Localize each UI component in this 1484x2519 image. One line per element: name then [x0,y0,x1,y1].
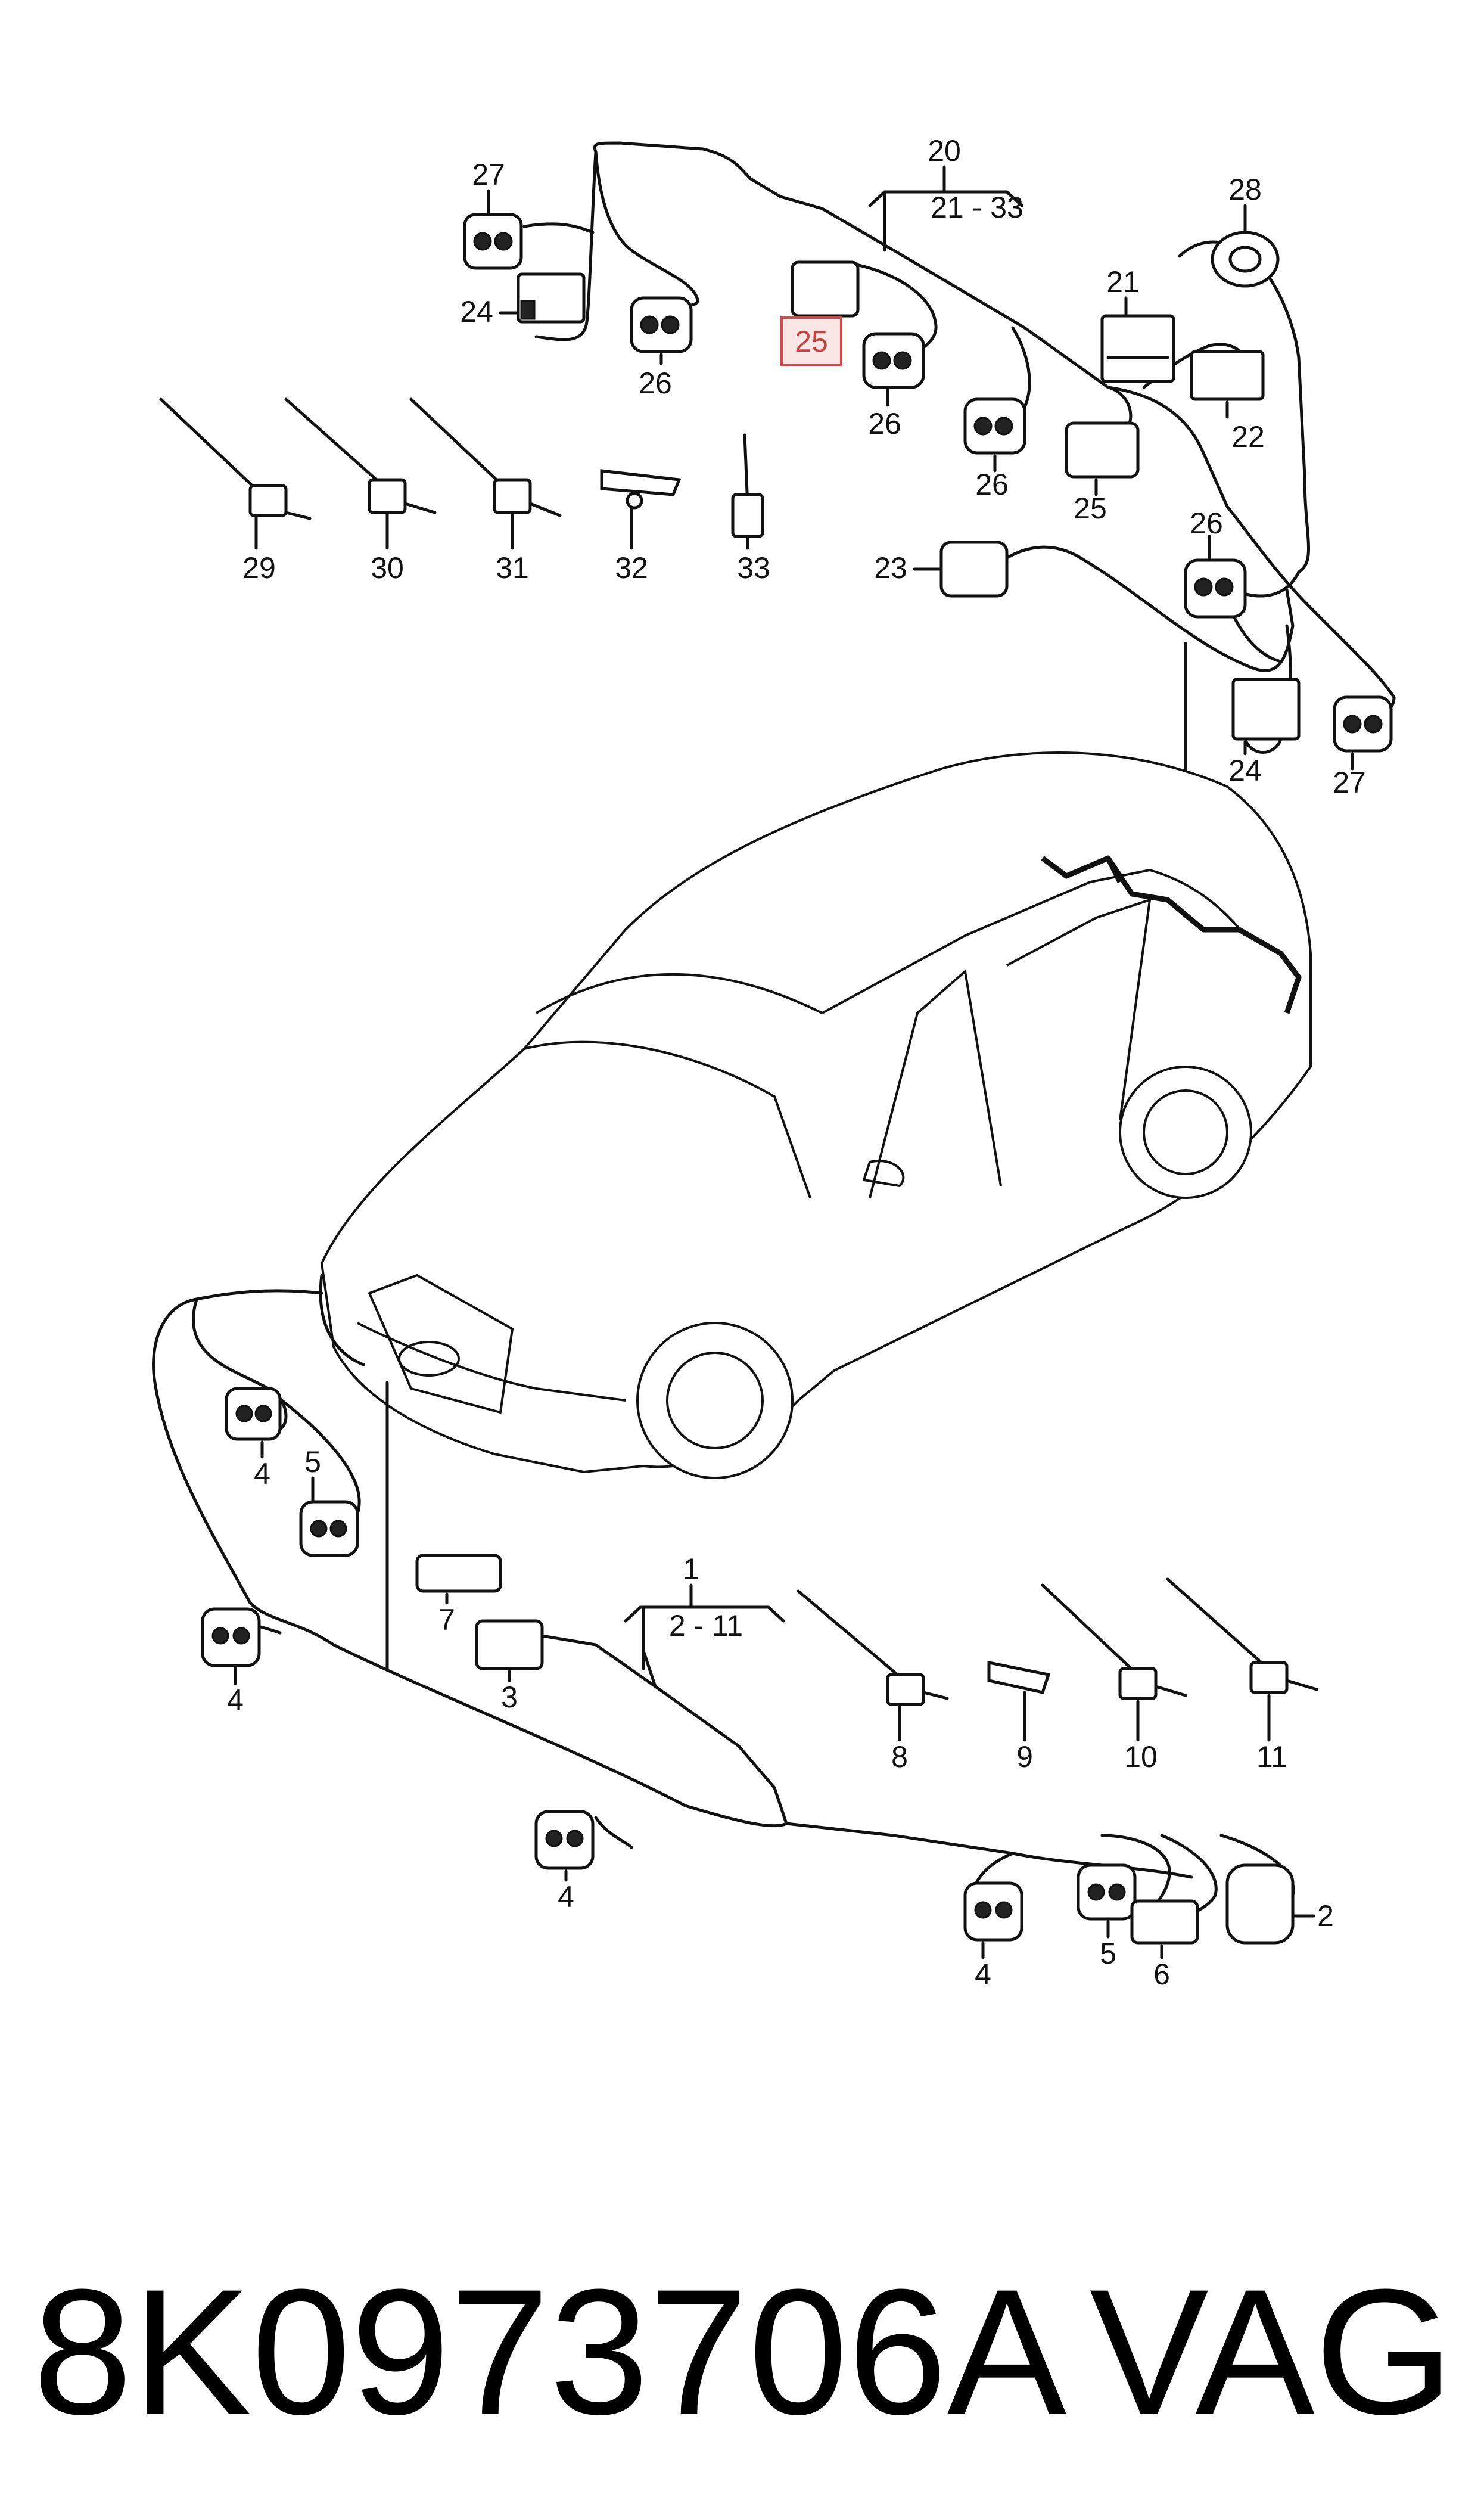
connector-6 [1130,1899,1199,1945]
connector-4-a [225,1387,282,1441]
callout-9: 9 [1016,1740,1033,1773]
callout-7: 7 [438,1603,455,1636]
module-22 [1190,350,1265,401]
cable-ties-lower [797,1577,1318,1706]
callout-4-b: 4 [227,1684,244,1717]
front-bumper-connectors [201,1387,1295,1945]
connector-3 [475,1619,544,1670]
callout-10: 10 [1124,1740,1158,1773]
callout-27-b: 27 [1333,766,1366,799]
rear-harness-connectors [463,213,1393,753]
group-1-label: 1 [683,1552,699,1586]
callout-25-b: 25 [1074,492,1107,525]
callout-5-a: 5 [304,1445,321,1479]
callout-24-b: 24 [1228,754,1262,787]
callout-26-c: 26 [975,468,1009,501]
group-brackets [624,165,1023,1670]
callout-33: 33 [737,551,770,585]
callout-30: 30 [371,551,404,585]
tailgate-harness [1041,855,1302,1014]
callout-11: 11 [1256,1740,1287,1773]
connector-27-top [463,213,523,270]
callout-4-a: 4 [254,1457,270,1490]
callout-26-b: 26 [868,407,901,440]
connector-4-c [534,1810,595,1870]
callout-26-a: 26 [639,366,672,400]
front-bumper-harness [152,1274,1295,1921]
part-number: 8K0973706A [33,2251,1067,2452]
connector-23 [939,541,1009,598]
control-unit-21 [1100,314,1175,383]
connector-24-b [1231,678,1301,741]
connector-27-b [1333,695,1393,753]
callout-3: 3 [501,1681,518,1714]
callout-labels: 20 21 - 33 1 2 - 11 27 24 26 25 26 21 28… [227,134,1366,1991]
connector-2 [1225,1863,1295,1945]
callout-4-d: 4 [975,1958,991,1991]
sensor-7 [415,1554,502,1593]
callout-26-d: 26 [1190,507,1223,540]
connector-25-b [1065,421,1140,479]
brand-label: VAG [1090,2251,1454,2452]
callout-25-highlighted: 25 [795,325,828,358]
group-1-range: 2 - 11 [669,1609,743,1642]
leader-lines [234,189,1354,1959]
callout-5-b: 5 [1100,1937,1116,1970]
callout-6: 6 [1153,1958,1170,1991]
callout-21: 21 [1106,265,1140,299]
car-illustration [321,751,1312,1479]
callout-24-top: 24 [460,295,493,328]
cable-ties-upper [159,397,764,538]
callout-28: 28 [1228,173,1262,206]
connector-4-d [963,1881,1023,1942]
group-20-range: 21 - 33 [931,191,1023,224]
callout-22: 22 [1231,420,1265,454]
callout-8: 8 [891,1740,908,1773]
connector-25-highlighted [791,260,860,318]
callout-31: 31 [496,551,529,585]
connector-5-a [299,1500,359,1557]
callout-2: 2 [1317,1899,1334,1933]
group-20-label: 20 [928,134,961,167]
connector-4-b [201,1607,261,1667]
highlight-box [780,316,842,366]
callout-4-c: 4 [558,1880,574,1914]
callout-27-top: 27 [472,158,505,191]
connector-5-b [1077,1863,1137,1921]
callout-32: 32 [615,551,648,585]
callout-23: 23 [874,551,907,585]
callout-29: 29 [242,551,276,585]
